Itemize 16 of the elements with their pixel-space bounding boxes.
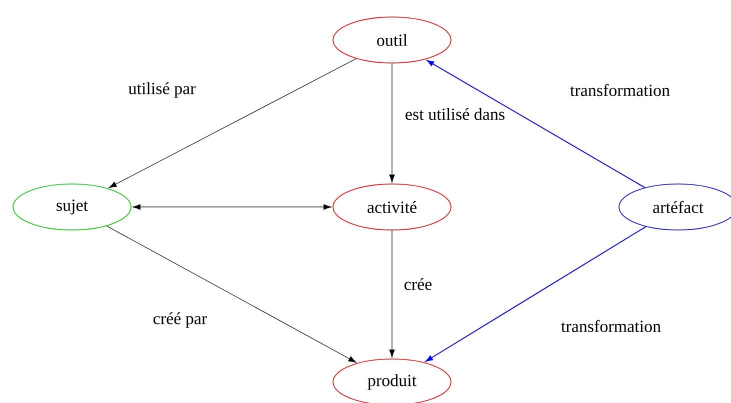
edge-label: transformation: [570, 84, 670, 96]
edge-label: est utilisé dans: [406, 108, 504, 120]
arrow: [106, 226, 356, 363]
edge-label: crée: [404, 278, 432, 290]
arrow: [108, 58, 357, 188]
arrow: [389, 230, 395, 358]
ellipse-node: activité: [332, 184, 452, 230]
arrow: [426, 226, 646, 362]
arrow: [132, 204, 332, 210]
ellipse-node: sujet: [12, 184, 132, 230]
edge-label: créé par: [154, 312, 207, 328]
ellipse-node: outil: [332, 16, 452, 64]
arrow: [426, 60, 646, 188]
arrow: [389, 63, 395, 182]
edge-label: utilisé par: [128, 82, 196, 98]
edge-label: transformation: [561, 320, 661, 332]
